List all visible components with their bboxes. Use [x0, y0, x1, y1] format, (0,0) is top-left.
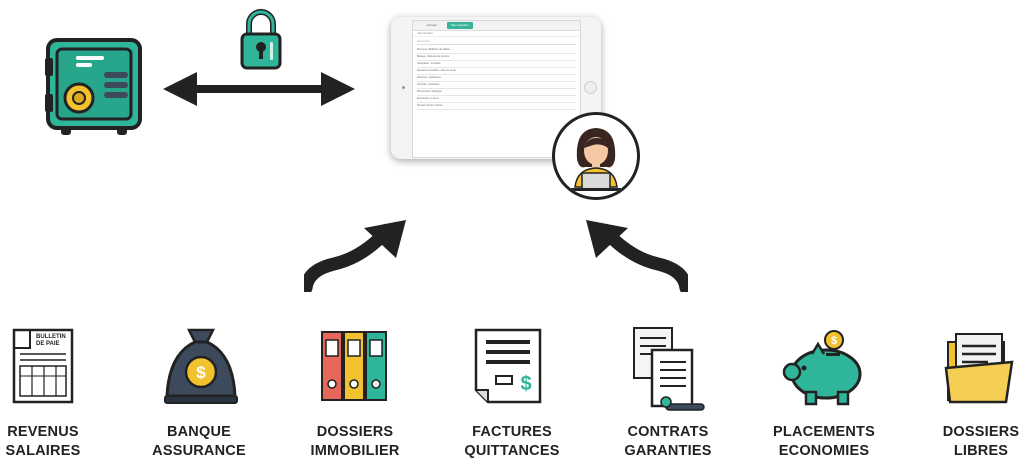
breadcrumb-label: Mes dossiers: [418, 32, 433, 35]
binders-icon: [320, 330, 388, 402]
invoice-icon: $: [472, 328, 544, 406]
list-item[interactable]: Factures / Quittances: [417, 75, 576, 82]
home-button: [584, 81, 597, 94]
label-dossiers-immobilier: DOSSIERS IMMOBILIER: [290, 423, 420, 461]
curved-arrow-right-icon: [584, 218, 688, 292]
bidirectional-arrow-icon: [163, 72, 355, 106]
label-banque-assurance: BANQUE ASSURANCE: [134, 423, 264, 461]
label-line1: BANQUE: [166, 424, 232, 440]
list-item[interactable]: Dossiers immobilier / Acte de vente: [417, 68, 576, 75]
payslip-title: BULLETIN: [36, 334, 66, 340]
list-item[interactable]: Assurance / Contrats: [417, 61, 576, 68]
label-line2: SALAIRES: [5, 443, 81, 459]
label-line2: ECONOMIES: [778, 443, 870, 459]
money-bag-icon: $: [163, 326, 239, 406]
label-line2: LIBRES: [953, 443, 1009, 459]
curved-arrow-left-icon: [304, 218, 408, 292]
list-item[interactable]: Economies / Livrets: [417, 96, 576, 103]
payslip-subtitle: DE PAIE: [36, 341, 60, 347]
safe-icon: [44, 36, 144, 138]
camera-dot: [402, 86, 405, 89]
app-topbar: Accueil Mes dossiers: [413, 21, 580, 31]
list-item[interactable]: Dossiers libres / Divers: [417, 103, 576, 110]
label-contrats-garanties: CONTRATS GARANTIES: [603, 423, 733, 461]
tab-accueil[interactable]: Accueil: [427, 23, 437, 27]
list-item[interactable]: Banque / Relevés de compte: [417, 54, 576, 61]
breadcrumb: Mes dossiers: [413, 31, 580, 37]
label-line2: IMMOBILIER: [310, 443, 400, 459]
piggy-bank-icon: $: [782, 330, 866, 406]
label-line2: ASSURANCE: [152, 443, 246, 459]
user-avatar: [552, 112, 640, 200]
label-line1: CONTRATS: [627, 424, 709, 440]
list-item[interactable]: Revenus / Bulletins de salaire: [417, 47, 576, 54]
list-item[interactable]: Placements / Epargne: [417, 89, 576, 96]
svg-text:$: $: [196, 363, 206, 382]
label-line1: FACTURES: [472, 424, 552, 440]
label-line1: REVENUS: [7, 424, 79, 440]
tab-mes-dossiers[interactable]: Mes dossiers: [447, 22, 473, 29]
label-line2: GARANTIES: [624, 443, 712, 459]
label-line1: PLACEMENTS: [773, 424, 875, 440]
contract-scroll-icon: [630, 326, 706, 412]
label-revenus-salaires: REVENUS SALAIRES: [0, 423, 108, 461]
label-dossiers-libres: DOSSIERS LIBRES: [916, 423, 1024, 461]
label-line2: QUITTANCES: [464, 443, 560, 459]
payslip-icon: BULLETIN DE PAIE: [12, 328, 74, 404]
label-placements-economies: PLACEMENTS ECONOMIES: [759, 423, 889, 461]
label-factures-quittances: FACTURES QUITTANCES: [447, 423, 577, 461]
tablet-screen: Accueil Mes dossiers Mes dossiers Recher…: [412, 20, 581, 158]
folder-icon: [944, 332, 1016, 406]
search-input[interactable]: Rechercher: [417, 39, 576, 45]
padlock-icon: [239, 7, 283, 71]
svg-text:$: $: [520, 373, 531, 395]
label-line1: DOSSIERS: [316, 424, 394, 440]
label-line1: DOSSIERS: [942, 424, 1020, 440]
svg-text:$: $: [831, 335, 837, 347]
list-item[interactable]: Contrats / Garanties: [417, 82, 576, 89]
